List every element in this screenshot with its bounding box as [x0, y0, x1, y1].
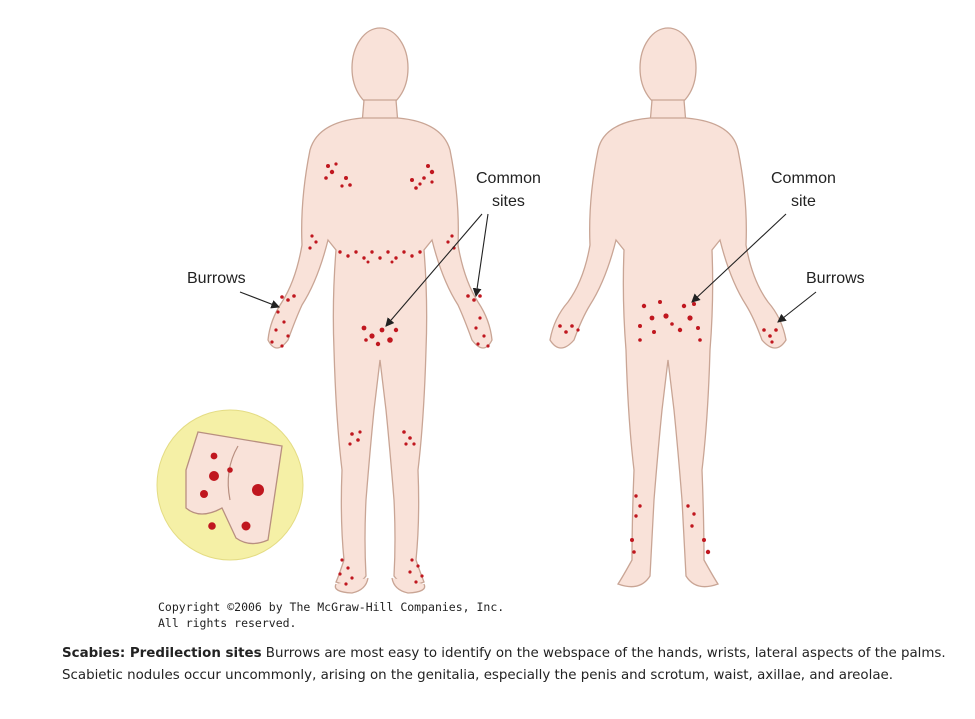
- back-burrows-label: Burrows: [806, 270, 865, 287]
- caption-title: Scabies: Predilection sites: [62, 646, 262, 661]
- caption-text: Burrows are most easy to identify on the…: [62, 646, 946, 683]
- front-common-sites-label: Common sites: [476, 170, 541, 210]
- back-common-site-label: Common site: [771, 170, 836, 210]
- pointer-arrows: [239, 213, 817, 327]
- inset-circle: [156, 409, 304, 561]
- copyright-notice: Copyright ©2006 by The McGraw-Hill Compa…: [158, 600, 505, 630]
- front-figure: [267, 27, 493, 594]
- back-figure: [549, 27, 787, 588]
- front-burrows-label: Burrows: [187, 270, 246, 287]
- lesion-dots: [200, 162, 778, 586]
- figure-caption: Scabies: Predilection sites Burrows are …: [62, 643, 962, 687]
